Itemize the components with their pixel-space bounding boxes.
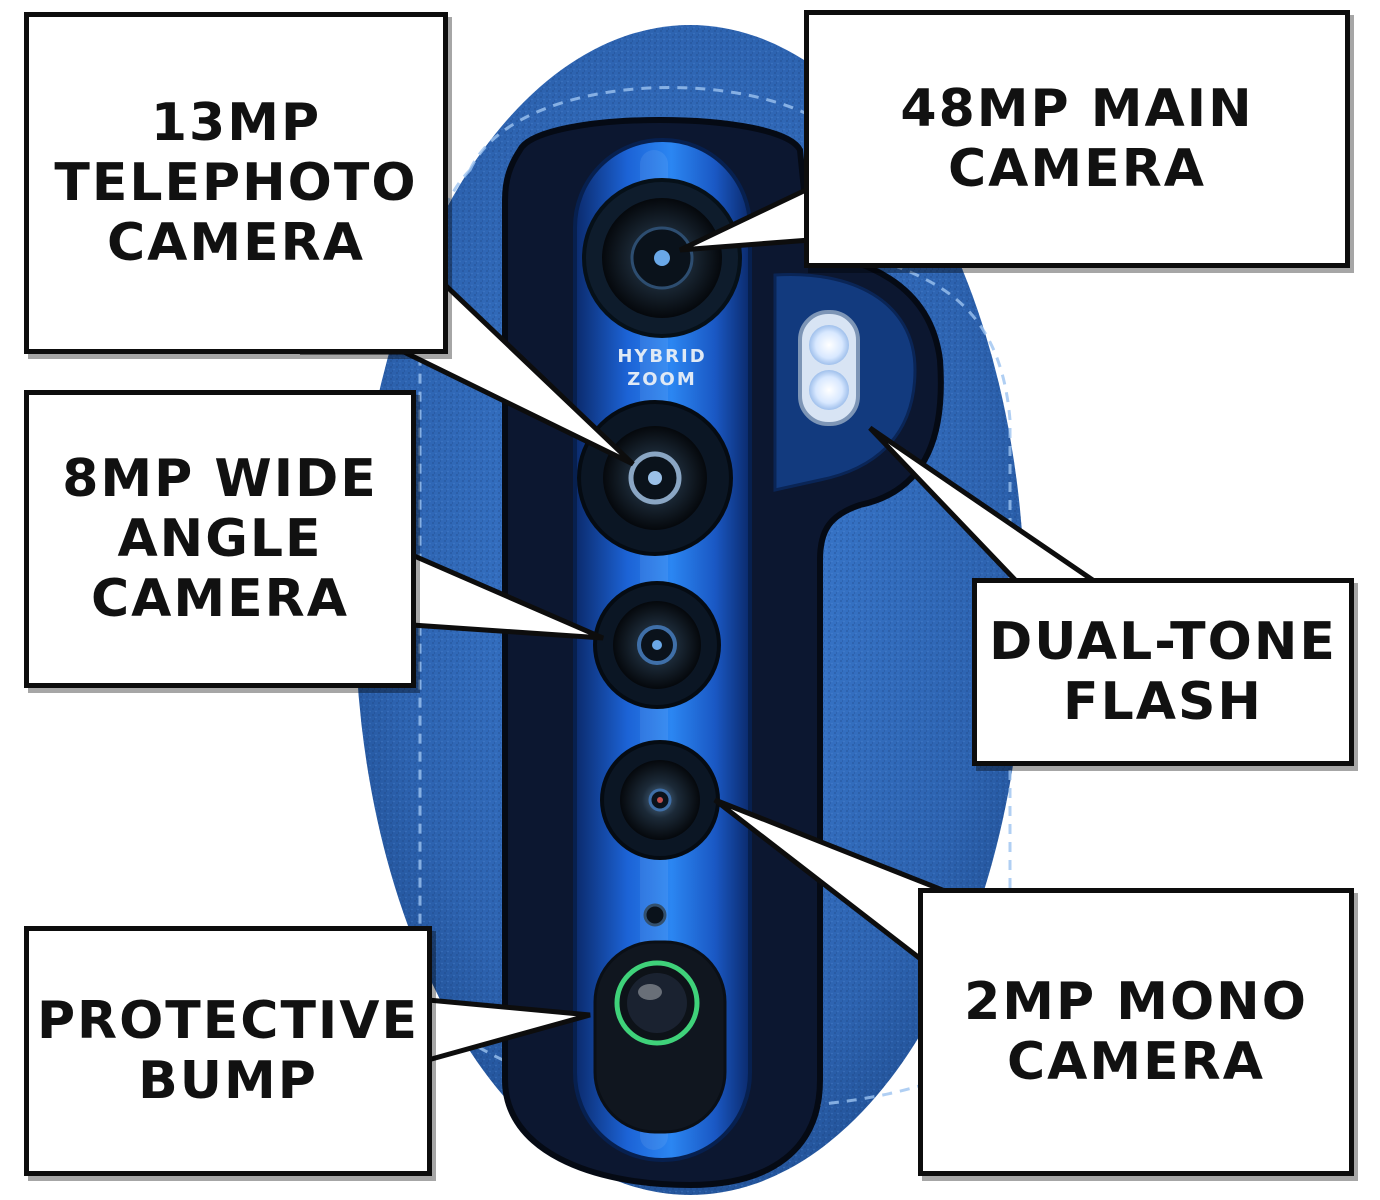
wide-angle-callout: 8MP WIDE ANGLE CAMERA xyxy=(24,390,416,688)
wide-line-1: 8MP WIDE xyxy=(62,449,378,509)
protective-bump xyxy=(614,960,700,1046)
telephoto-callout: 13MP TELEPHOTO CAMERA xyxy=(24,12,448,354)
flash-line-2: FLASH xyxy=(1063,672,1263,732)
bump-callout: PROTECTIVE BUMP xyxy=(24,926,432,1176)
flash-callout-text: DUAL-TONE FLASH xyxy=(989,612,1337,732)
mono-callout-text: 2MP MONO CAMERA xyxy=(964,972,1308,1092)
wide-angle-camera-lens xyxy=(593,581,721,709)
mono-callout: 2MP MONO CAMERA xyxy=(918,888,1354,1176)
dual-tone-flash xyxy=(798,310,860,426)
telephoto-line-3: CAMERA xyxy=(107,213,365,273)
main-line-1: 48MP MAIN xyxy=(900,79,1254,139)
mono-camera-lens xyxy=(600,740,720,860)
main-camera-callout-text: 48MP MAIN CAMERA xyxy=(900,79,1253,199)
flash-line-1: DUAL-TONE xyxy=(989,612,1337,672)
telephoto-camera-lens xyxy=(577,400,733,556)
main-line-2: CAMERA xyxy=(948,139,1206,199)
main-camera-lens xyxy=(582,178,742,338)
mono-line-2: CAMERA xyxy=(1007,1032,1265,1092)
bump-callout-text: PROTECTIVE BUMP xyxy=(37,991,419,1111)
flash-callout: DUAL-TONE FLASH xyxy=(972,578,1354,766)
telephoto-callout-text: 13MP TELEPHOTO CAMERA xyxy=(54,93,417,273)
hybrid-zoom-label-line1: HYBRID xyxy=(617,346,706,367)
wide-angle-callout-text: 8MP WIDE ANGLE CAMERA xyxy=(62,449,378,629)
bump-line-2: BUMP xyxy=(138,1051,318,1111)
wide-line-3: CAMERA xyxy=(91,569,349,629)
mono-line-1: 2MP MONO xyxy=(964,972,1308,1032)
bump-line-1: PROTECTIVE xyxy=(36,991,420,1051)
telephoto-line-2: TELEPHOTO xyxy=(54,153,418,213)
telephoto-line-1: 13MP xyxy=(150,93,322,153)
main-camera-callout: 48MP MAIN CAMERA xyxy=(804,10,1350,268)
sensor-dot xyxy=(643,903,667,927)
hybrid-zoom-label-line2: ZOOM xyxy=(627,369,697,390)
wide-line-2: ANGLE xyxy=(117,509,323,569)
